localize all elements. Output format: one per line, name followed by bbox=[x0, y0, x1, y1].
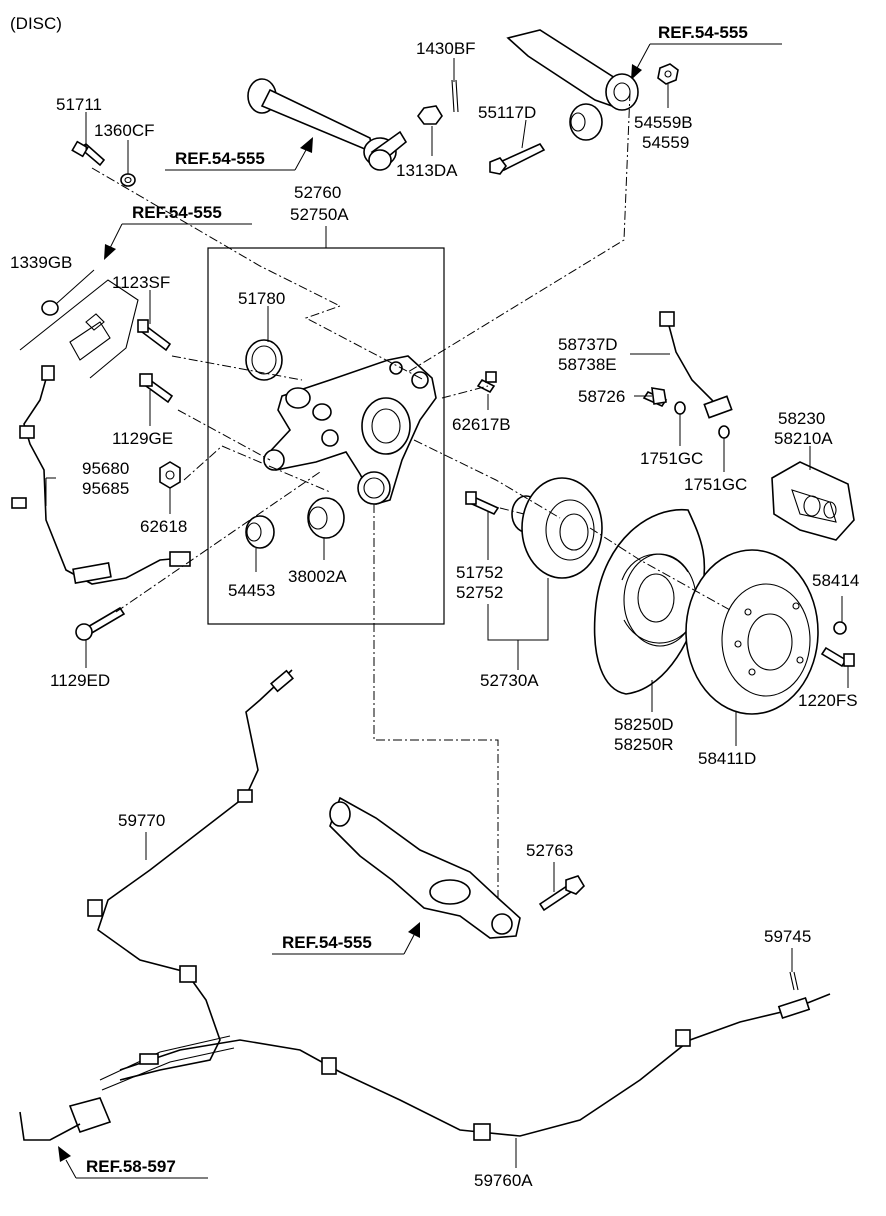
clip-59745 bbox=[789, 971, 799, 991]
knuckle-assembly-box bbox=[207, 226, 445, 625]
part-label[interactable]: 58250R bbox=[614, 735, 674, 754]
ref-label[interactable]: REF.58-597 bbox=[86, 1157, 176, 1176]
diagram-title: (DISC) bbox=[10, 14, 62, 33]
bushing-55117d bbox=[569, 103, 603, 141]
bolt-1129ge bbox=[139, 373, 174, 404]
screw-1220fs bbox=[820, 646, 855, 668]
bleed-screw-62617b bbox=[476, 371, 497, 394]
part-label[interactable]: 59745 bbox=[764, 927, 811, 946]
snap-ring-51780 bbox=[245, 339, 283, 381]
part-label[interactable]: 52760 bbox=[294, 183, 341, 202]
ref-label[interactable]: REF.54-555 bbox=[658, 23, 748, 42]
part-label[interactable]: 55117D bbox=[478, 103, 536, 122]
part-label[interactable]: 58250D bbox=[614, 715, 674, 734]
centerlines bbox=[91, 91, 731, 902]
part-label[interactable]: 1751GC bbox=[640, 449, 703, 468]
wheel-speed-sensor-95680 bbox=[11, 365, 191, 585]
part-label[interactable]: 54559 bbox=[642, 133, 689, 152]
bolt-52763 bbox=[538, 875, 586, 912]
bolt-1129ed bbox=[75, 606, 126, 641]
ref-callout-lower-arm[interactable]: REF.54-555 bbox=[272, 922, 420, 955]
parking-cable-59760a bbox=[119, 993, 831, 1141]
nut-62618 bbox=[159, 461, 181, 489]
upper-control-link bbox=[247, 78, 408, 171]
part-label[interactable]: 1129ED bbox=[50, 671, 110, 690]
upper-arm-partial bbox=[506, 29, 639, 111]
part-label[interactable]: 95685 bbox=[82, 479, 129, 498]
part-label[interactable]: 52750A bbox=[290, 205, 349, 224]
brake-hose-58737d bbox=[659, 311, 733, 419]
leader-lines bbox=[45, 58, 849, 1168]
arrow-icon bbox=[408, 922, 420, 938]
part-label[interactable]: 1220FS bbox=[798, 691, 858, 710]
part-label[interactable]: 59770 bbox=[118, 811, 165, 830]
bushing-38002a bbox=[307, 497, 345, 539]
hub-bolt-51752 bbox=[465, 491, 500, 516]
part-label[interactable]: 51780 bbox=[238, 289, 285, 308]
part-label[interactable]: 58230 bbox=[778, 409, 825, 428]
part-label[interactable]: 1430BF bbox=[416, 39, 476, 58]
ref-label[interactable]: REF.54-555 bbox=[282, 933, 372, 952]
nut-1339gb bbox=[41, 300, 59, 316]
part-label[interactable]: 51711 bbox=[56, 95, 102, 114]
arrow-icon bbox=[58, 1146, 71, 1162]
subframe-bracket bbox=[19, 279, 139, 379]
washer-1751gc-a bbox=[674, 401, 686, 415]
part-label[interactable]: 1360CF bbox=[94, 121, 154, 140]
nut-1313da bbox=[417, 105, 443, 125]
arrow-icon bbox=[631, 64, 642, 80]
ref-callout-subframe[interactable]: REF.54-555 bbox=[104, 203, 252, 260]
part-labels: 1430BF 51711 1360CF 55117D 54559B 54559 … bbox=[10, 39, 859, 1190]
parking-cable-59770 bbox=[87, 669, 295, 1081]
ref-callout-parking-brake[interactable]: REF.58-597 bbox=[58, 1146, 208, 1179]
part-label[interactable]: 58411D bbox=[698, 749, 756, 768]
lower-arm bbox=[329, 796, 521, 939]
part-label[interactable]: 38002A bbox=[288, 567, 347, 586]
part-label[interactable]: 58737D bbox=[558, 335, 618, 354]
part-label[interactable]: 59760A bbox=[474, 1171, 533, 1190]
arrow-icon bbox=[104, 244, 116, 260]
part-label[interactable]: 1123SF bbox=[112, 273, 170, 292]
brake-rotor-58411d bbox=[685, 549, 819, 715]
part-label[interactable]: 58738E bbox=[558, 355, 617, 374]
bolt-58726 bbox=[642, 387, 668, 408]
brake-caliper-58230 bbox=[771, 461, 855, 541]
part-label[interactable]: 58414 bbox=[812, 571, 859, 590]
part-label[interactable]: 52763 bbox=[526, 841, 573, 860]
part-label[interactable]: 1129GE bbox=[112, 429, 173, 448]
backing-plate-58250d bbox=[593, 508, 706, 695]
hub-bearing-52730a bbox=[511, 477, 603, 579]
ref-callout-top-right[interactable]: REF.54-555 bbox=[631, 23, 782, 80]
washer-1751gc-b bbox=[718, 425, 730, 439]
arrow-icon bbox=[300, 137, 313, 153]
bushing-54453 bbox=[245, 515, 275, 549]
part-label[interactable]: 54559B bbox=[634, 113, 693, 132]
ref-callout-upper-link[interactable]: REF.54-555 bbox=[165, 137, 313, 171]
part-label[interactable]: 54453 bbox=[228, 581, 275, 600]
rear-knuckle bbox=[262, 355, 437, 505]
part-label[interactable]: 58210A bbox=[774, 429, 833, 448]
clip-58414 bbox=[833, 621, 847, 635]
ref-label[interactable]: REF.54-555 bbox=[132, 203, 222, 222]
cotter-pin-1430bf bbox=[451, 79, 459, 113]
part-label[interactable]: 1339GB bbox=[10, 253, 72, 272]
part-label[interactable]: 51752 bbox=[456, 563, 503, 582]
part-label[interactable]: 1313DA bbox=[396, 161, 458, 180]
part-label[interactable]: 58726 bbox=[578, 387, 625, 406]
ref-label[interactable]: REF.54-555 bbox=[175, 149, 265, 168]
part-label[interactable]: 52730A bbox=[480, 671, 539, 690]
part-label[interactable]: 1751GC bbox=[684, 475, 747, 494]
bolt-51711 bbox=[71, 140, 106, 167]
part-label[interactable]: 95680 bbox=[82, 459, 129, 478]
part-label[interactable]: 52752 bbox=[456, 583, 503, 602]
part-label[interactable]: 62618 bbox=[140, 517, 187, 536]
bolt-1123sf bbox=[137, 319, 172, 352]
washer-1360cf bbox=[120, 173, 136, 187]
parking-brake-lever-bracket bbox=[19, 1035, 235, 1141]
part-label[interactable]: 62617B bbox=[452, 415, 511, 434]
nut-54559b bbox=[657, 63, 679, 85]
bolt-55117d bbox=[489, 142, 546, 175]
